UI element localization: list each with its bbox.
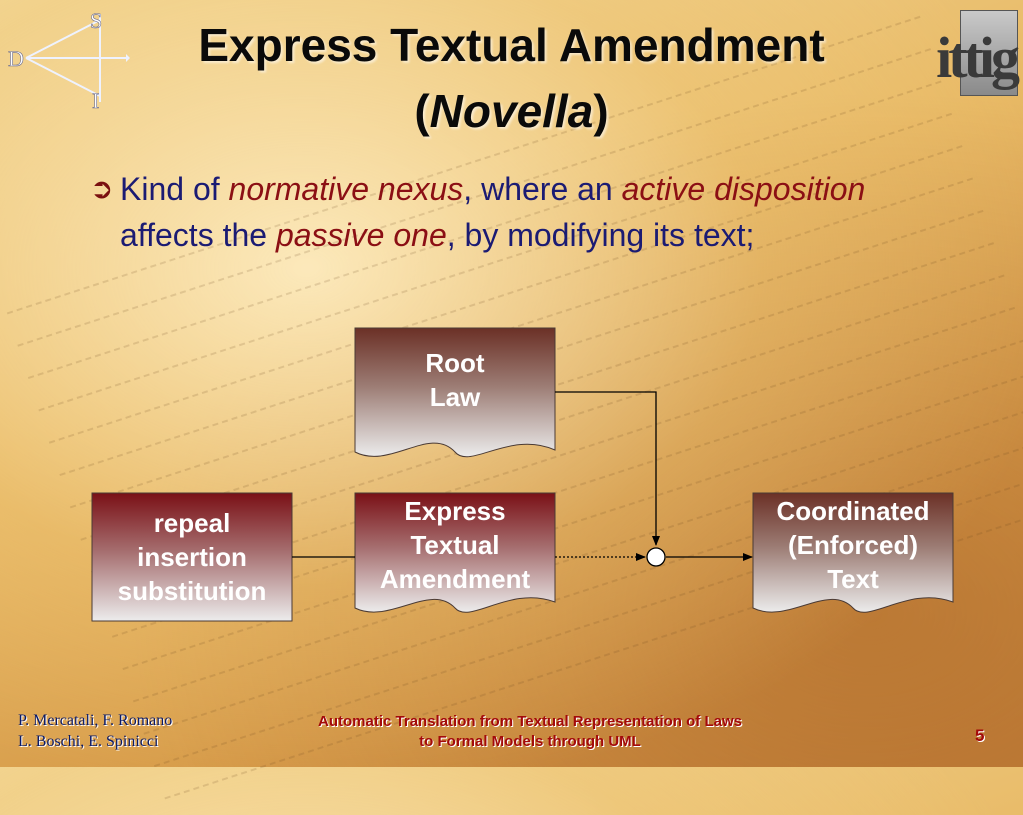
- bullet-seg7: , by modifying its text;: [446, 217, 755, 253]
- slide-title-line1: Express Textual Amendment: [198, 19, 825, 71]
- amendment-diagram: [91, 327, 954, 622]
- footer-authors-line1: P. Mercatali, F. Romano: [18, 712, 173, 729]
- junction-node: [646, 547, 666, 567]
- ittig-logo-box: [960, 10, 1018, 96]
- title-novella: Novella: [429, 85, 594, 137]
- bullet-seg1: Kind of: [120, 171, 229, 207]
- root-law-document: [354, 327, 556, 458]
- modifier-repeal: repeal: [153, 508, 231, 538]
- page-number: 5: [975, 726, 985, 745]
- modifier-label: repeal insertion substitution: [92, 506, 292, 608]
- footer-authors: P. Mercatali, F. Romano L. Boschi, E. Sp…: [18, 710, 172, 752]
- express-amendment-line2: Textual: [410, 530, 500, 560]
- coordinated-line1: Coordinated: [776, 496, 930, 526]
- sdi-letter-i: I: [92, 88, 99, 110]
- footer-presentation-title: Automatic Translation from Textual Repre…: [260, 712, 800, 752]
- footer-title-line1: Automatic Translation from Textual Repre…: [318, 713, 742, 730]
- bullet-active-disposition: active disposition: [621, 171, 866, 207]
- modifier-insertion: insertion: [137, 542, 247, 572]
- ittig-logo-text: ittig: [936, 25, 1020, 90]
- bullet-seg5: affects the: [120, 217, 276, 253]
- coordinated-line3: Text: [827, 564, 879, 594]
- slide-title-line2: (Novella): [0, 84, 1023, 138]
- express-amendment-line3: Amendment: [379, 564, 531, 594]
- bullet-normative-nexus: normative nexus: [228, 171, 464, 207]
- footer-authors-line2: L. Boschi, E. Spinicci: [18, 733, 159, 750]
- bullet-passive-one: passive one: [275, 217, 447, 253]
- sdi-logo: S D I: [8, 8, 130, 110]
- root-law-label-line1: Root: [425, 348, 485, 378]
- sdi-letter-s: S: [90, 8, 102, 33]
- express-amendment-label: Express Textual Amendment: [355, 494, 555, 596]
- coordinated-line2: (Enforced): [788, 530, 918, 560]
- ittig-logo: ittig: [914, 10, 1020, 96]
- coordinated-text-document: [752, 492, 954, 613]
- title-paren-open: (: [414, 85, 430, 137]
- root-law-label: Root Law: [355, 346, 555, 414]
- modifier-box: [91, 492, 293, 622]
- bullet-arrow-icon: ➲: [90, 173, 114, 204]
- modifier-substitution: substitution: [117, 576, 267, 606]
- footer-title-line2: to Formal Models through UML: [419, 733, 641, 750]
- coordinated-text-label: Coordinated (Enforced) Text: [753, 494, 953, 596]
- root-law-arrow: [555, 391, 660, 546]
- express-amendment-document: [354, 492, 556, 613]
- bullet-text: Kind of normative nexus, where an active…: [120, 166, 900, 258]
- express-amendment-line1: Express: [404, 496, 506, 526]
- root-law-label-line2: Law: [429, 382, 481, 412]
- title-paren-close: ): [593, 85, 609, 137]
- bullet-seg3: , where an: [463, 171, 622, 207]
- sdi-letter-d: D: [8, 46, 24, 71]
